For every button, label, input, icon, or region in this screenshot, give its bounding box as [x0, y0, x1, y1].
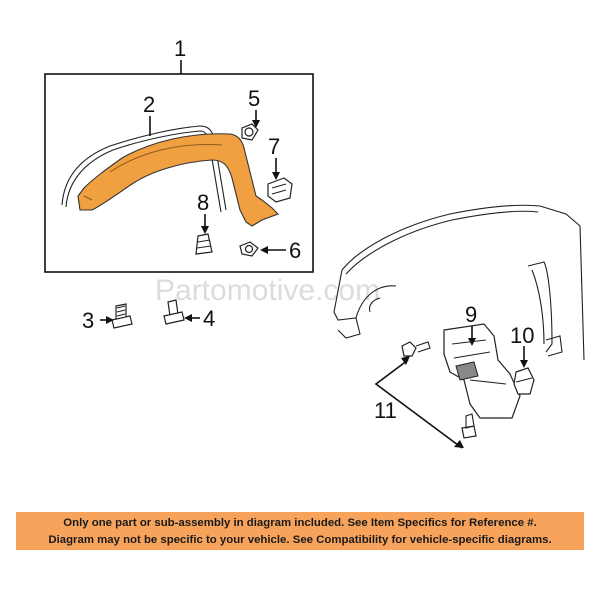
bolt-11-lower — [461, 413, 477, 439]
fender-panel — [333, 204, 585, 361]
callout-5-arrow — [252, 120, 260, 128]
callout-11-leader — [374, 359, 463, 449]
callout-11-arrow-bottom — [454, 440, 464, 448]
bolt-3 — [111, 303, 133, 329]
clip-7 — [267, 177, 293, 203]
callout-6: 6 — [289, 238, 301, 263]
callout-11: 11 — [374, 398, 397, 423]
callout-9-arrow — [468, 338, 476, 346]
callout-3: 3 — [82, 308, 94, 333]
callout-7: 7 — [268, 134, 280, 159]
callout-10: 10 — [510, 323, 534, 348]
callout-4-arrow — [184, 314, 192, 322]
callout-2: 2 — [143, 92, 155, 117]
disclaimer-line-2: Diagram may not be specific to your vehi… — [48, 534, 552, 546]
callout-11-arrow-top — [401, 356, 410, 365]
screw-5 — [241, 123, 259, 141]
watermark-text: Partomotive.com — [155, 274, 380, 307]
callout-7-arrow — [272, 172, 280, 180]
bolt-11-upper — [401, 341, 431, 357]
clip-8 — [195, 233, 213, 255]
bolt-6 — [239, 241, 259, 257]
disclaimer-line-1: Only one part or sub-assembly in diagram… — [63, 517, 537, 529]
callout-1: 1 — [174, 36, 186, 61]
callout-4: 4 — [203, 306, 215, 331]
assembly-box — [44, 73, 314, 273]
callout-8: 8 — [197, 190, 209, 215]
clip-4 — [163, 299, 185, 325]
fender-flare — [77, 133, 279, 227]
callout-5: 5 — [248, 86, 260, 111]
callout-10-arrow — [520, 360, 528, 368]
callout-8-arrow — [201, 226, 209, 234]
mud-flap-9 — [443, 323, 521, 419]
callout-6-arrow — [260, 246, 268, 254]
disclaimer-banner: Only one part or sub-assembly in diagram… — [16, 512, 584, 550]
callout-9: 9 — [465, 302, 477, 327]
clip-10 — [513, 367, 535, 395]
fender-moulding — [61, 125, 227, 213]
callout-3-arrow — [106, 316, 114, 324]
